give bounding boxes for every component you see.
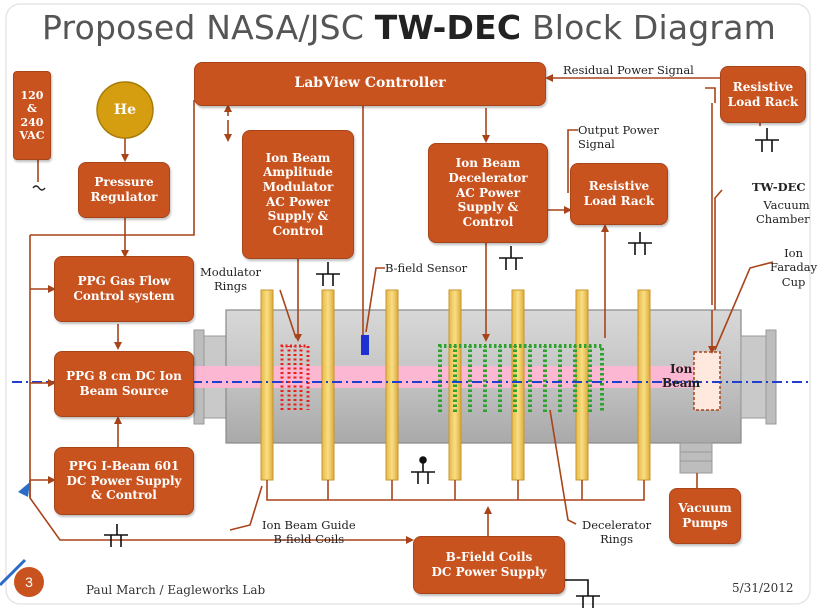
footer-author: Paul March / Eagleworks Lab [86,583,266,597]
bfield-power-supply-box: B-Field Coils DC Power Supply [413,536,565,594]
pressure-regulator-box: Pressure Regulator [78,162,170,218]
page-number-badge: 3 [14,567,44,597]
vacuum-pumps-box: Vacuum Pumps [669,488,741,544]
ibeam-power-supply-box: PPG I-Beam 601 DC Power Supply & Control [54,447,194,515]
modulator-rings-label: Modulator Rings [200,265,262,294]
pointer-arrow [0,558,27,587]
ion-beam-modulator-box: Ion Beam Amplitude Modulator AC Power Su… [242,130,354,259]
bfield-sensor-label: B-field Sensor [385,261,468,275]
labview-controller-box: LabView Controller [194,62,546,106]
bfield-sensor [361,335,369,355]
decelerator-rings-label: Decelerator Rings [582,518,652,547]
ac-supply-box: 120 & 240 VAC [13,71,51,160]
twdec-sub-label: Vacuum Chamber [756,198,810,227]
ground-symbols [104,128,779,608]
ion-beam-decelerator-box: Ion Beam Decelerator AC Power Supply & C… [428,143,548,243]
modulator-rings [280,344,310,410]
guide-coils [260,289,651,481]
gas-flow-control-box: PPG Gas Flow Control system [54,256,194,322]
connectors [29,74,774,544]
page-title: Proposed NASA/JSC TW-DEC Block Diagram [0,8,818,47]
footer-date: 5/31/2012 [732,581,794,595]
output-power-label: Output Power Signal [578,123,659,152]
decelerator-rings [438,344,604,412]
twdec-title-label: TW-DEC [752,180,806,194]
title-prefix: Proposed NASA/JSC [42,8,375,47]
title-bold: TW-DEC [374,8,522,47]
resistive-load-rack-top: Resistive Load Rack [720,66,806,123]
title-suffix: Block Diagram [521,8,776,47]
ion-beam-label: Ion Beam [662,362,701,390]
resistive-load-rack-mid: Resistive Load Rack [570,163,668,225]
faraday-cup-label: Ion Faraday Cup [770,246,818,289]
ion-beam-source-box: PPG 8 cm DC Ion Beam Source [54,351,194,417]
pointer-arrowhead [18,482,30,497]
slide-frame [5,3,811,605]
he-tank-shape [96,81,154,139]
residual-power-label: Residual Power Signal [563,63,694,77]
guide-coils-label: Ion Beam Guide B-field Coils [262,518,356,547]
he-tank-label: He [113,102,137,118]
